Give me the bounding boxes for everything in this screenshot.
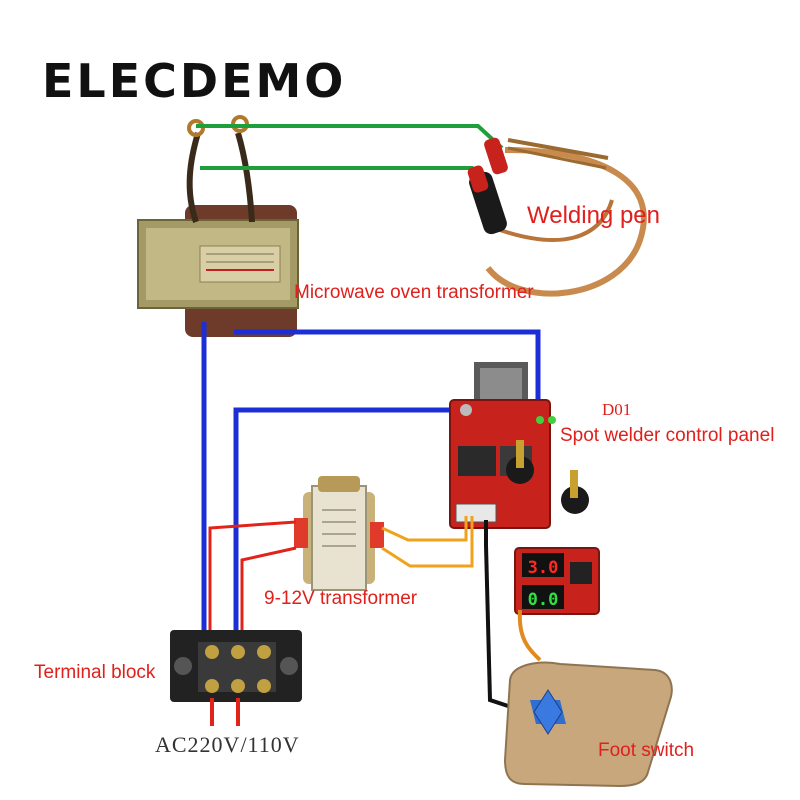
module-code-label: D01 [602,400,632,419]
foot-switch-label: Foot switch [598,740,695,761]
display-top-digits: 3.0 [528,558,559,578]
mains-input-wires [210,698,240,726]
brand-logo: ELECDEMO [42,54,347,108]
display-bottom-digits: 0.0 [528,590,559,610]
terminal-block [170,630,302,702]
display-module [514,547,600,615]
control-panel-label: Spot welder control panel [560,425,775,446]
welding-pen-label: Welding pen [527,202,660,229]
spot-welder-control-panel [449,362,589,529]
display-cable [517,609,542,662]
foot-switch [503,661,673,788]
microwave-transformer-label: Microwave oven transformer [294,282,534,303]
red-transformer-wires [208,520,297,640]
small-transformer [294,476,384,591]
welding-pen [467,137,647,297]
black-foot-switch-wire [484,520,509,708]
yellow-transformer-wires [381,516,474,568]
mains-voltage-label: AC220V/110V [155,732,300,757]
terminal-block-label: Terminal block [34,662,156,683]
blue-mains-wires [201,322,541,648]
microwave-oven-transformer [137,115,299,337]
small-transformer-label: 9-12V transformer [264,588,418,609]
